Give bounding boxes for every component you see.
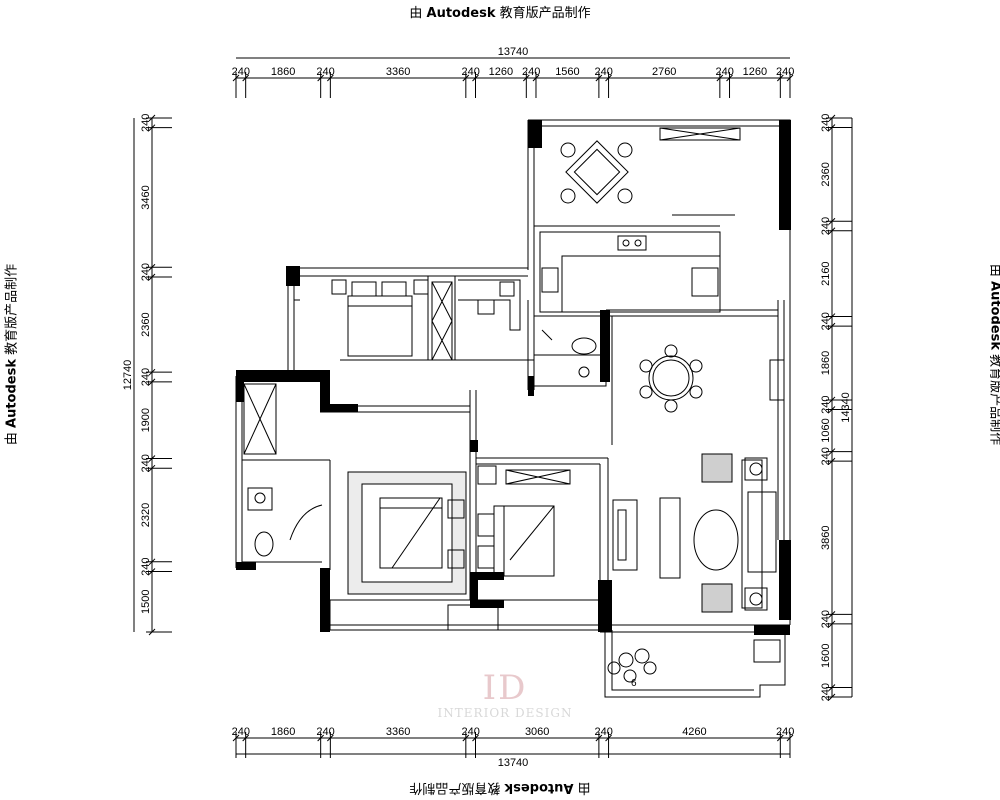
plant-label: 6: [631, 678, 637, 689]
dimension-value: 1900: [140, 408, 152, 432]
dimension-value: 240: [140, 557, 152, 575]
dimension-value: 240: [232, 66, 250, 78]
tv-unit-living: [659, 497, 681, 579]
dimension-value: 240: [820, 114, 832, 132]
fridge: [691, 267, 719, 297]
dimension-chain-bottom: 240 1860 240 3360 240 3060 240 4260 240 13740: [232, 726, 795, 769]
dimension-value: 3460: [140, 185, 152, 209]
dimension-value: 1560: [555, 66, 579, 78]
dimension-total: 12740: [122, 360, 134, 391]
square-dining-table: [560, 140, 633, 204]
dimension-value: 1060: [820, 418, 832, 442]
dimension-value: 2360: [140, 312, 152, 336]
dimension-value: 240: [140, 114, 152, 132]
dimension-value: 240: [140, 454, 152, 472]
dimension-value: 240: [716, 66, 734, 78]
kitchen-sink: [541, 267, 559, 293]
bed-left-room: [347, 471, 467, 595]
sofa-set: [693, 453, 777, 613]
dimension-value: 2160: [820, 261, 832, 285]
dimension-total: 13740: [498, 46, 529, 58]
dimension-chain-left: 240 3460 240 2360 240 1900 240 2320 240 1500 12740: [122, 114, 172, 636]
center-bathroom-fixtures: [541, 329, 597, 378]
dimension-value: 2320: [140, 503, 152, 527]
bed-right-room: [477, 465, 571, 577]
tv-unit-bedroom: [612, 499, 638, 571]
dimension-value: 1600: [820, 643, 832, 667]
dimension-value: 240: [232, 726, 250, 738]
dimension-value: 240: [595, 726, 613, 738]
dimension-value: 1860: [271, 66, 295, 78]
dimension-value: 1260: [743, 66, 767, 78]
dimension-value: 240: [820, 447, 832, 465]
dimension-value: 240: [316, 66, 334, 78]
dimension-value: 2760: [652, 66, 676, 78]
kitchen-cabinet: [659, 127, 741, 141]
dimension-value: 240: [461, 66, 479, 78]
dimension-value: 240: [776, 726, 794, 738]
dimension-value: 240: [522, 66, 540, 78]
dimension-total: 14340: [840, 392, 852, 423]
bed-top-room: [331, 279, 429, 357]
interior-design-logo-watermark: ID INTERIOR DESIGN: [437, 668, 573, 720]
dimension-value: 240: [820, 217, 832, 235]
stove: [617, 235, 647, 251]
dimension-value: 240: [776, 66, 794, 78]
study-desk: [458, 279, 521, 331]
dimension-chain-top: 240 1860 240 3360 240 1260 240 1560 240 2760 240 12…: [232, 46, 794, 98]
dimension-value: 240: [140, 263, 152, 281]
dimension-value: 240: [820, 312, 832, 330]
dimension-value: 240: [820, 610, 832, 628]
dimension-value: 4260: [682, 726, 706, 738]
wardrobe: [431, 281, 453, 361]
dimension-value: 1860: [820, 351, 832, 375]
dimension-value: 240: [595, 66, 613, 78]
round-dining-table: [639, 344, 703, 413]
dimension-value: 240: [316, 726, 334, 738]
watermark-top: 由 Autodesk 教育版产品制作: [409, 6, 591, 21]
dimension-value: 3360: [386, 66, 410, 78]
balcony-plants: [607, 639, 781, 683]
dimension-value: 3360: [386, 726, 410, 738]
dimension-total: 13740: [498, 757, 529, 769]
dimension-value: 1500: [140, 589, 152, 613]
wall-outlines: [235, 119, 791, 698]
dimension-value: 3860: [820, 526, 832, 550]
structural-walls: [236, 120, 791, 635]
dimension-value: 240: [820, 683, 832, 701]
dimension-value: 240: [461, 726, 479, 738]
dimension-value: 1260: [489, 66, 513, 78]
left-bathroom-fixtures: [243, 383, 323, 557]
dimension-value: 240: [140, 368, 152, 386]
dimension-value: 2360: [820, 162, 832, 186]
dimension-value: 240: [820, 396, 832, 414]
dimension-value: 3060: [525, 726, 549, 738]
dimension-value: 1860: [271, 726, 295, 738]
dimension-chain-right: 240 2360 240 2160 240 1860 240 1060 240 3860 240 16…: [820, 114, 853, 701]
